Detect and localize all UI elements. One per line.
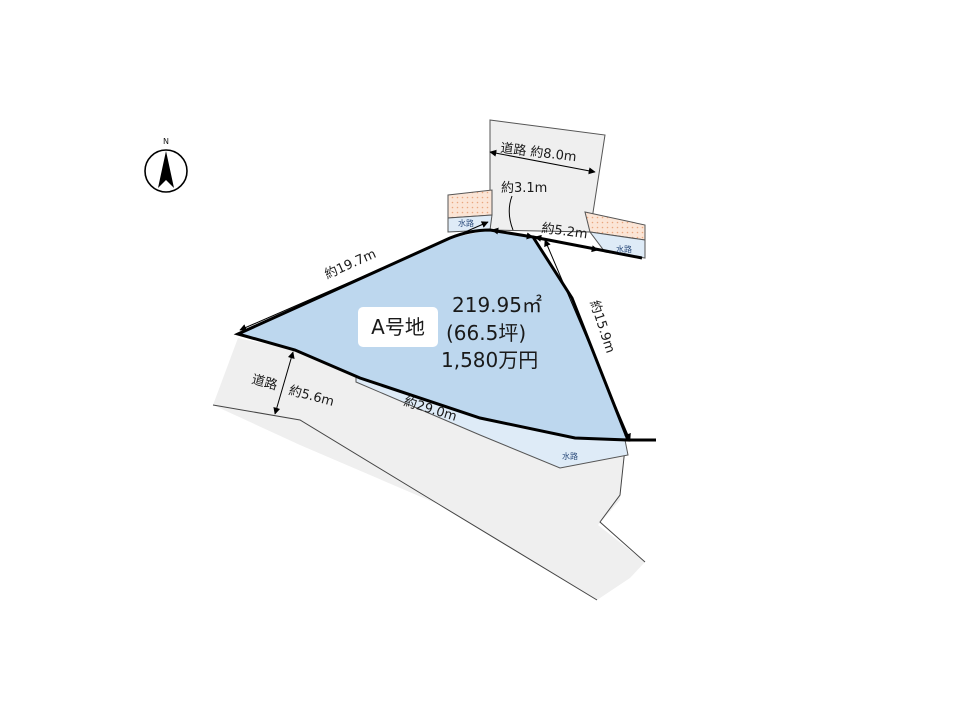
neighbor-plot-left [447,189,493,219]
dim-line-left-road [273,351,295,415]
waterway-label-top-left: 水路 [458,218,474,228]
lot-area: 219.95㎡ [452,293,542,317]
left-road-label: 道路 [250,371,279,393]
dim-line-gap [491,227,534,240]
north-arrow-icon [158,151,174,188]
road-edge-line-2 [599,447,646,563]
gap-dim: 約3.1m [501,181,547,196]
compass: N [144,137,188,193]
lot-tsubo: (66.5坪) [446,321,526,345]
dim-leader-gap [508,195,514,231]
road-edge-line [212,404,598,601]
dim-line-right-side [544,239,631,441]
right-top-dim: 約5.2m [540,221,588,242]
lower-road [213,338,645,600]
waterway-label-bottom: 水路 [562,451,578,461]
waterway-label-top-right: 水路 [616,244,632,254]
lot-price: 1,580万円 [441,348,538,372]
lot-label-box [358,307,438,347]
dim-line-top-road [489,149,596,175]
compass-letter: N [163,137,169,146]
lot-label: A号地 [371,315,425,339]
dim-line-left-top [239,221,489,331]
